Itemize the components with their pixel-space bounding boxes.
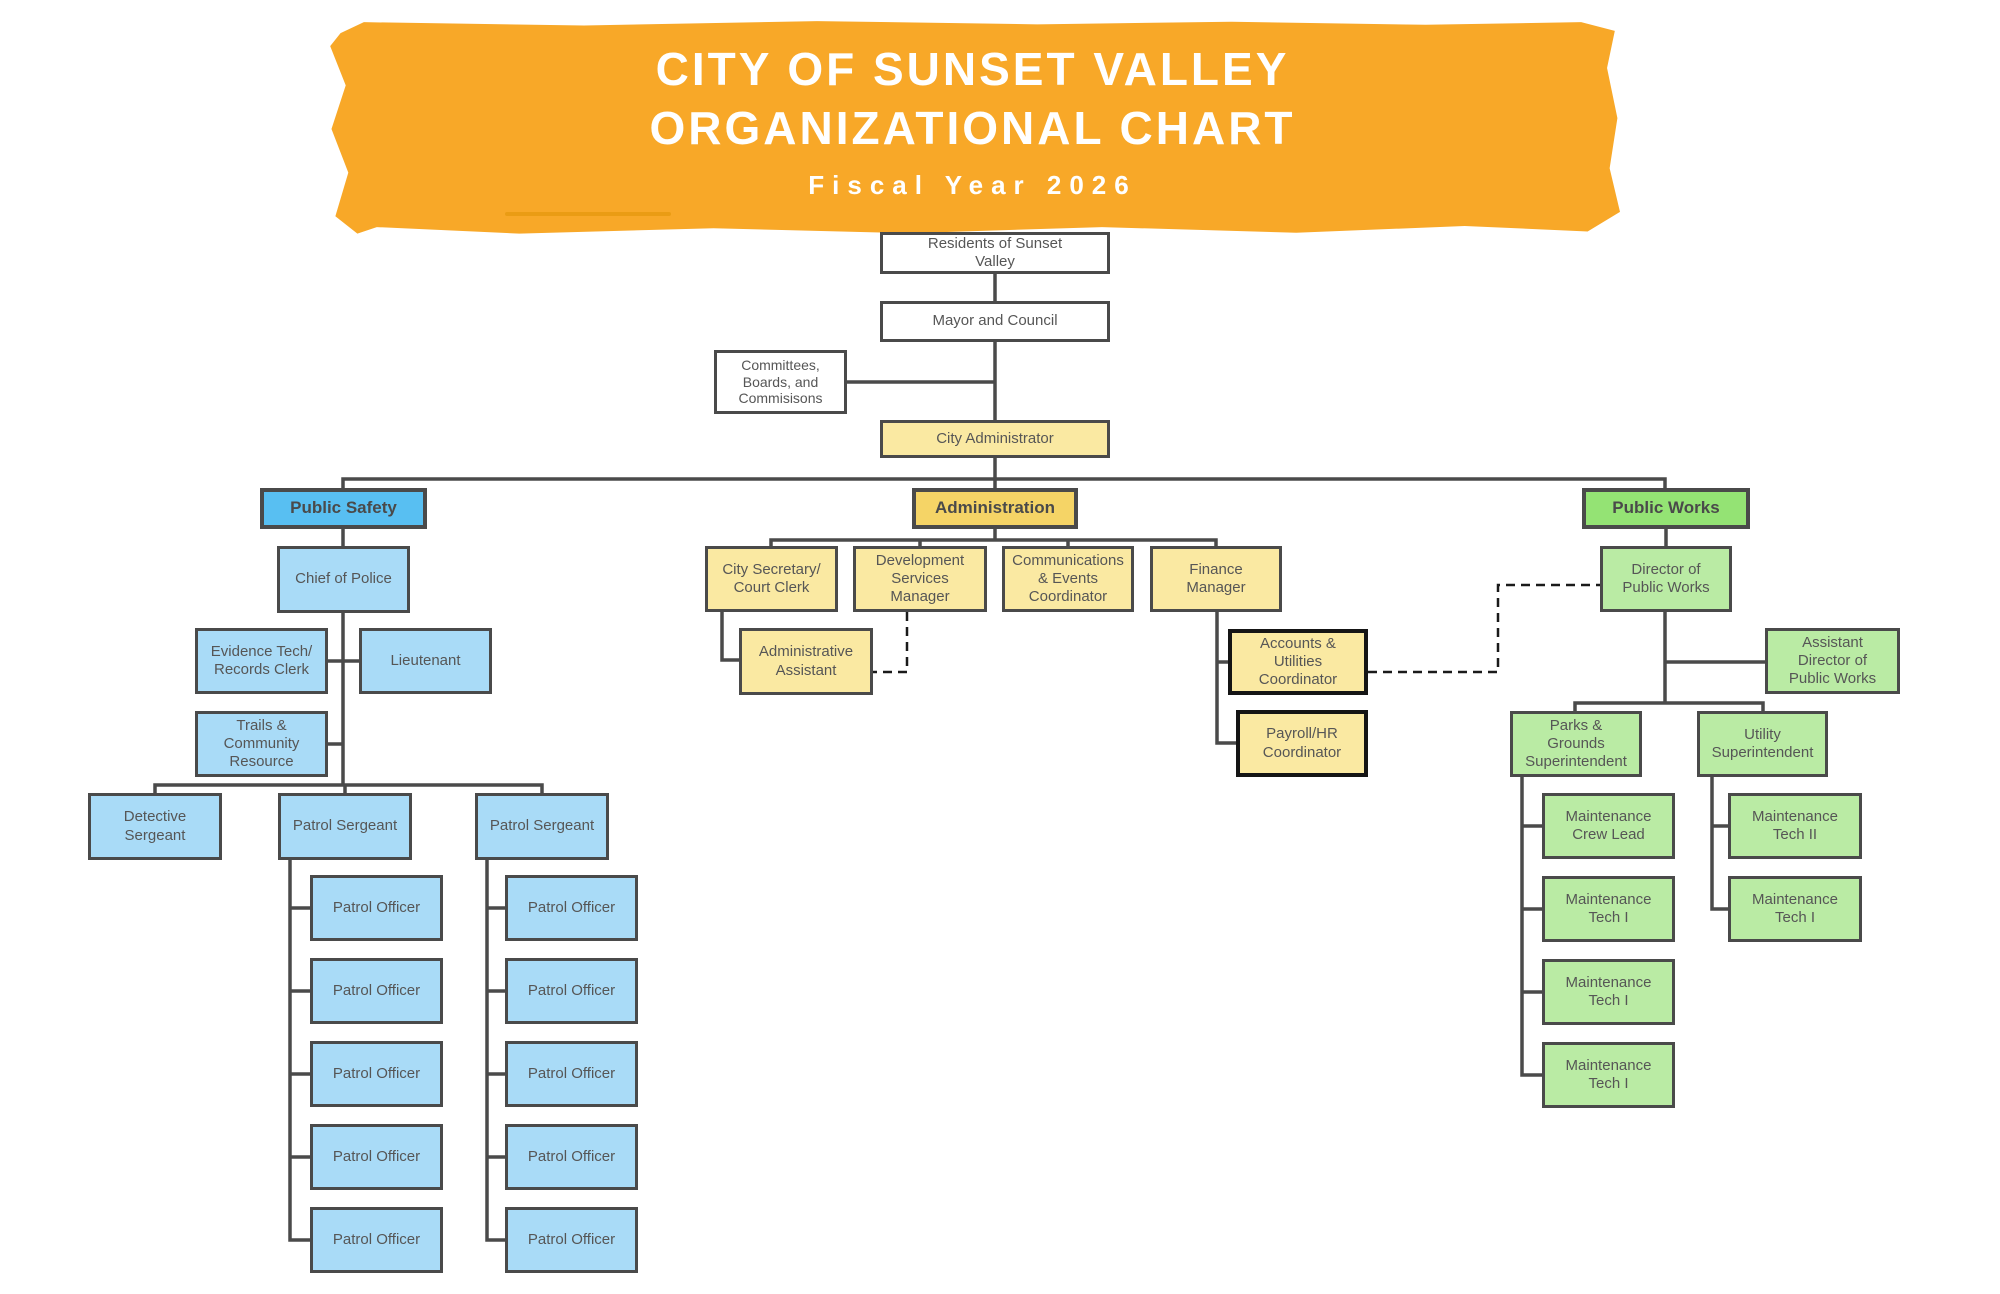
node-chief-of-police: Chief of Police: [277, 546, 410, 613]
node-maintenance-tech-1: Maintenance Tech I: [1542, 876, 1675, 942]
node-patrol-officer: Patrol Officer: [310, 1207, 443, 1273]
node-utility-superintendent: Utility Superintendent: [1697, 711, 1828, 777]
node-maintenance-tech-1: Maintenance Tech I: [1728, 876, 1862, 942]
node-patrol-sergeant-1: Patrol Sergeant: [278, 793, 412, 860]
node-evidence-tech-records-clerk: Evidence Tech/ Records Clerk: [195, 628, 328, 694]
solid-connectors: [153, 274, 1765, 1242]
node-patrol-officer: Patrol Officer: [505, 958, 638, 1024]
node-administrative-assistant: Administrative Assistant: [739, 628, 873, 695]
node-committees-boards-commissions: Committees, Boards, and Commisisons: [714, 350, 847, 414]
node-patrol-sergeant-2: Patrol Sergeant: [475, 793, 609, 860]
node-patrol-officer: Patrol Officer: [505, 1207, 638, 1273]
node-finance-manager: Finance Manager: [1150, 546, 1282, 612]
node-maintenance-tech-1: Maintenance Tech I: [1542, 1042, 1675, 1108]
node-patrol-officer: Patrol Officer: [310, 1124, 443, 1190]
node-residents: Residents of Sunset Valley: [880, 232, 1110, 274]
node-maintenance-tech-2: Maintenance Tech II: [1728, 793, 1862, 859]
node-patrol-officer: Patrol Officer: [505, 1124, 638, 1190]
node-maintenance-tech-1: Maintenance Tech I: [1542, 959, 1675, 1025]
node-patrol-officer: Patrol Officer: [505, 1041, 638, 1107]
node-payroll-hr-coordinator: Payroll/HR Coordinator: [1236, 710, 1368, 777]
node-trails-community-resource: Trails & Community Resource: [195, 711, 328, 777]
node-parks-grounds-superintendent: Parks & Grounds Superintendent: [1510, 711, 1642, 777]
dashed-connectors: [873, 583, 1600, 674]
node-communications-events-coordinator: Communications & Events Coordinator: [1002, 546, 1134, 612]
page-title-line1: CITY OF SUNSET VALLEY: [655, 43, 1290, 95]
page-title-line2: ORGANIZATIONAL CHART: [649, 101, 1296, 154]
node-patrol-officer: Patrol Officer: [310, 958, 443, 1024]
node-development-services-manager: Development Services Manager: [853, 546, 987, 612]
dept-header-administration: Administration: [912, 488, 1078, 529]
node-maintenance-crew-lead: Maintenance Crew Lead: [1542, 793, 1675, 859]
dept-header-public-works: Public Works: [1582, 488, 1750, 529]
node-patrol-officer: Patrol Officer: [310, 1041, 443, 1107]
node-patrol-officer: Patrol Officer: [505, 875, 638, 941]
node-director-public-works: Director of Public Works: [1600, 546, 1732, 612]
dept-header-public-safety: Public Safety: [260, 488, 427, 529]
banner-streak-decoration: [505, 212, 671, 216]
node-detective-sergeant: Detective Sergeant: [88, 793, 222, 860]
node-assistant-director-public-works: Assistant Director of Public Works: [1765, 628, 1900, 694]
node-patrol-officer: Patrol Officer: [310, 875, 443, 941]
node-accounts-utilities-coordinator: Accounts & Utilities Coordinator: [1228, 629, 1368, 695]
page-subtitle: Fiscal Year 2026: [808, 169, 1137, 200]
title-banner: CITY OF SUNSET VALLEY ORGANIZATIONAL CHA…: [330, 21, 1620, 234]
node-city-administrator: City Administrator: [880, 420, 1110, 458]
node-city-secretary-court-clerk: City Secretary/ Court Clerk: [705, 546, 838, 612]
node-lieutenant: Lieutenant: [359, 628, 492, 694]
node-mayor-and-council: Mayor and Council: [880, 301, 1110, 342]
